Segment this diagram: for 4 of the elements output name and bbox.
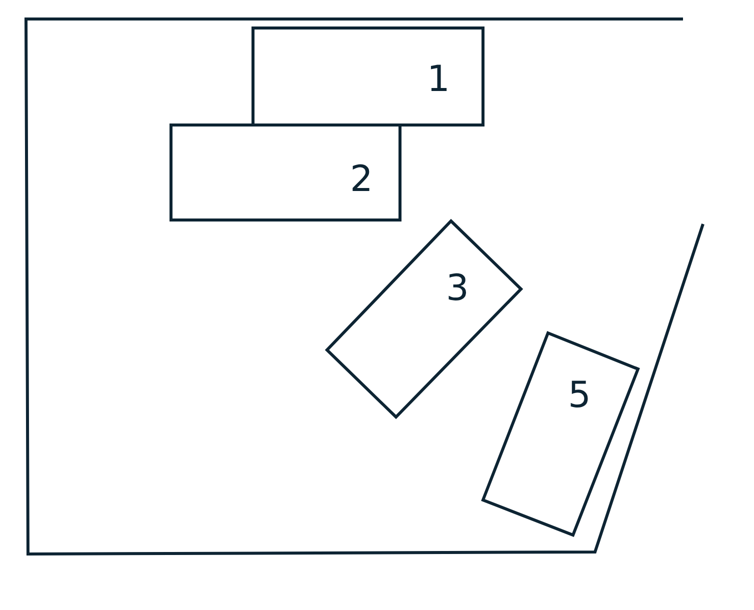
box-number: 2	[350, 160, 373, 200]
box-number: 5	[568, 376, 591, 416]
box-number: 1	[427, 60, 450, 100]
box-number: 3	[446, 269, 469, 309]
